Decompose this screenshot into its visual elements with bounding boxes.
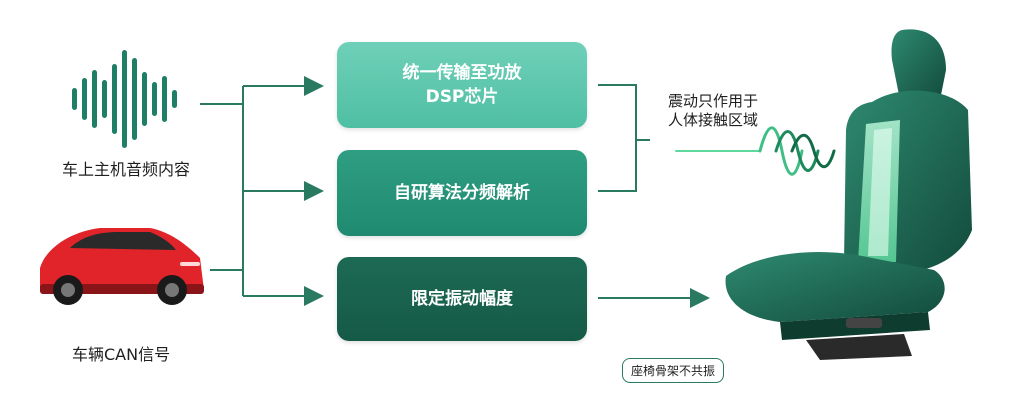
- process-box-amplitude-label: 限定振动幅度: [411, 289, 513, 309]
- process-box-algorithm-label: 自研算法分频解析: [394, 183, 530, 203]
- process-box-amplitude: 限定振动幅度: [337, 257, 587, 341]
- vibration-wave-icon: [675, 126, 836, 176]
- car-can-signal-label: 车辆CAN信号: [72, 345, 171, 364]
- seat-frame-callout: 座椅骨架不共振: [622, 358, 725, 383]
- output-label-line1: 震动只作用于: [668, 92, 759, 110]
- output-label: 震动只作用于 人体接触区域: [668, 92, 758, 130]
- process-box-dsp-line1: 统一传输至功放: [402, 63, 522, 83]
- output-label-line2: 人体接触区域: [668, 111, 759, 129]
- red-car-icon: [40, 228, 204, 305]
- process-box-dsp: 统一传输至功放 DSP芯片: [337, 42, 587, 128]
- process-box-dsp-line2: DSP芯片: [425, 87, 499, 107]
- car-seat-icon: [725, 29, 972, 360]
- process-box-algorithm: 自研算法分频解析: [337, 150, 587, 236]
- audio-input-label: 车上主机音频内容: [62, 160, 191, 179]
- sound-wave-icon: [72, 50, 177, 148]
